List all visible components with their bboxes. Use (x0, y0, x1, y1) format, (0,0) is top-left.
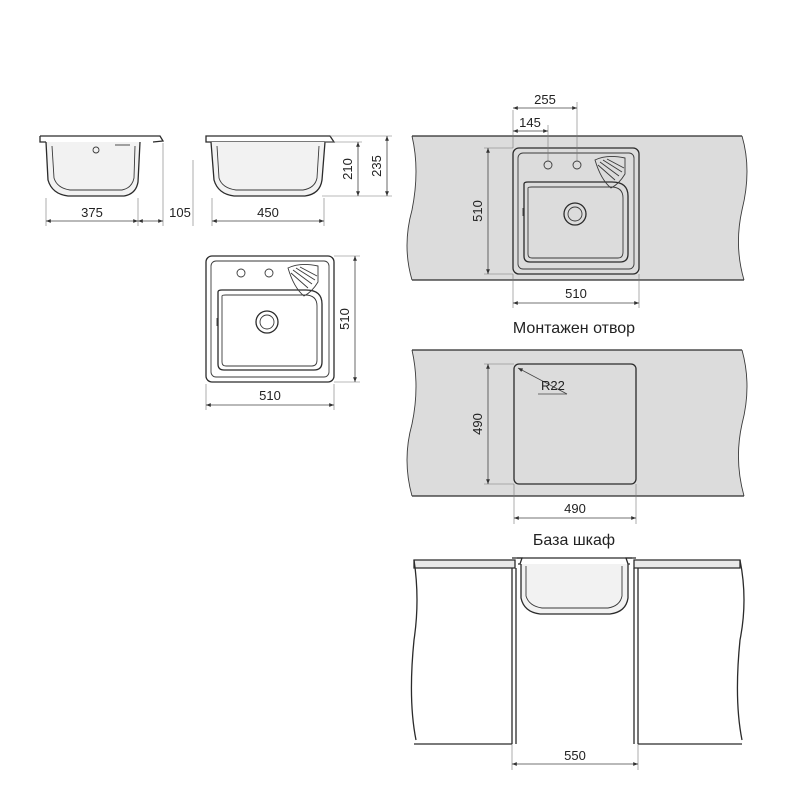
front-profile-view: 210 235 450 (205, 135, 392, 226)
dim-side-bowl-depth: 375 (81, 205, 103, 220)
dim-mount-offset-short: 145 (519, 115, 541, 130)
dim-cutout-width: 490 (564, 501, 586, 516)
dim-front-bowl-height: 210 (340, 158, 355, 180)
cabinet-view: 550 (410, 557, 745, 770)
dim-mount-width: 510 (565, 286, 587, 301)
dim-top-height: 510 (337, 308, 352, 330)
caption-cutout: Монтажен отвор (513, 320, 635, 337)
cutout-view: R22 490 490 (406, 349, 748, 524)
top-view: 510 510 (205, 255, 360, 410)
mounted-in-countertop-view: 255 145 510 510 (406, 92, 748, 308)
dim-mount-offset-long: 255 (534, 92, 556, 107)
dim-front-total-height: 235 (369, 155, 384, 177)
dim-top-width: 510 (259, 388, 281, 403)
dim-cabinet-width: 550 (564, 748, 586, 763)
caption-cabinet: База шкаф (533, 532, 615, 549)
dim-cutout-radius: R22 (541, 378, 565, 393)
dim-mount-height: 510 (470, 200, 485, 222)
side-profile-view: 375 105 (39, 135, 194, 226)
dim-side-flange-depth: 105 (169, 205, 191, 220)
dim-cutout-height: 490 (470, 413, 485, 435)
dim-front-bowl-width: 450 (257, 205, 279, 220)
